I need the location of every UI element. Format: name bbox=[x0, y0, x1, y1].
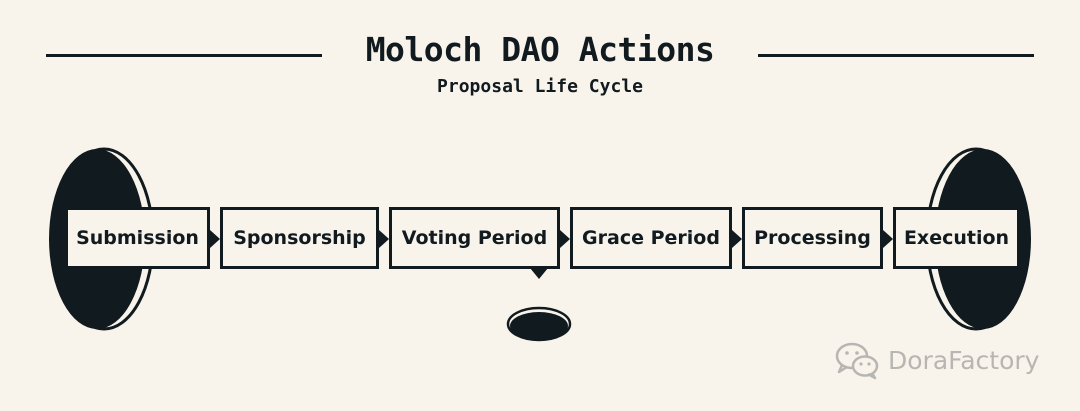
watermark-text: DoraFactory bbox=[888, 345, 1040, 375]
arrow-icon-2 bbox=[379, 230, 389, 248]
step-submission: Submission bbox=[65, 207, 210, 269]
step-sponsorship: Sponsorship bbox=[220, 207, 379, 269]
wechat-icon bbox=[835, 342, 879, 380]
arrow-icon-4 bbox=[732, 230, 742, 248]
header-rule-left bbox=[46, 54, 322, 57]
step-processing: Processing bbox=[742, 207, 883, 269]
diagram-title: Moloch DAO Actions bbox=[365, 30, 715, 69]
arrow-icon-5 bbox=[883, 230, 893, 248]
step-voting-period: Voting Period bbox=[389, 207, 560, 269]
header-rule-right bbox=[758, 54, 1034, 57]
hole-icon bbox=[506, 306, 572, 342]
down-pointer-icon bbox=[530, 268, 548, 279]
step-execution: Execution bbox=[893, 207, 1020, 269]
diagram-subtitle: Proposal Life Cycle bbox=[437, 76, 643, 97]
step-grace-period: Grace Period bbox=[570, 207, 732, 269]
arrow-icon-3 bbox=[560, 230, 570, 248]
arrow-icon-1 bbox=[210, 230, 220, 248]
watermark: DoraFactory bbox=[834, 340, 1039, 380]
